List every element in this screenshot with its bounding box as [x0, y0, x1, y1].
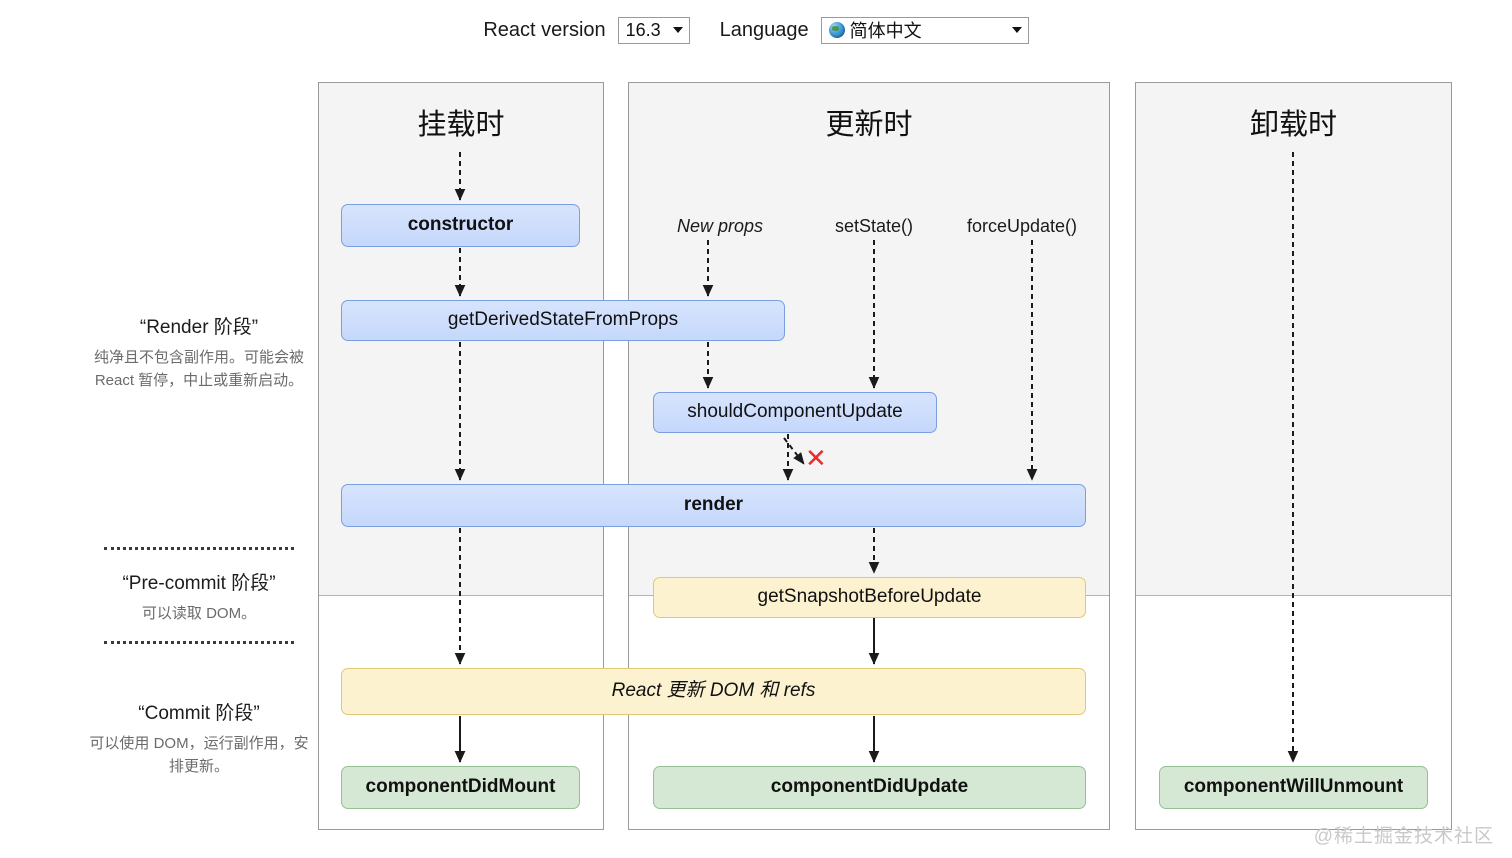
- react-version-select[interactable]: 16.3: [617, 16, 690, 44]
- node-get-snapshot-before-update[interactable]: getSnapshotBeforeUpdate: [653, 577, 1086, 618]
- language-select[interactable]: 简体中文: [820, 16, 1029, 44]
- phase-pre-commit: “Pre-commit 阶段” 可以读取 DOM。: [84, 568, 314, 625]
- trigger-force-update: forceUpdate(): [966, 216, 1078, 236]
- phase-commit-title: “Commit 阶段”: [138, 703, 260, 724]
- phase-render: “Render 阶段” 纯净且不包含副作用。可能会被 React 暂停，中止或重…: [84, 312, 314, 393]
- column-title-unmount: 卸载时: [1249, 109, 1337, 141]
- phase-divider-bottom: [104, 641, 294, 644]
- chevron-down-icon: [672, 27, 683, 33]
- phase-pre-commit-desc: 可以读取 DOM。: [141, 605, 257, 622]
- react-version-label: React version: [483, 18, 606, 41]
- column-title-update: 更新时: [825, 109, 913, 141]
- node-get-derived-state-from-props[interactable]: getDerivedStateFromProps: [341, 300, 785, 341]
- column-panel-mount: [318, 82, 604, 830]
- react-version-value: 16.3: [625, 19, 661, 40]
- node-component-did-mount[interactable]: componentDidMount: [341, 766, 580, 809]
- node-react-updates-dom[interactable]: React 更新 DOM 和 refs: [341, 668, 1086, 715]
- toolbar: React version 16.3 Language 简体中文: [0, 0, 1512, 60]
- phase-divider-top: [104, 547, 294, 550]
- skip-render-x-icon: ✕: [805, 443, 827, 473]
- language-value-wrap: 简体中文: [828, 17, 922, 43]
- language-value: 简体中文: [849, 21, 922, 41]
- node-component-did-update[interactable]: componentDidUpdate: [653, 766, 1086, 809]
- node-component-will-unmount[interactable]: componentWillUnmount: [1159, 766, 1428, 809]
- chevron-down-icon: [1011, 27, 1022, 33]
- trigger-new-props: New props: [676, 216, 764, 236]
- phase-commit: “Commit 阶段” 可以使用 DOM，运行副作用，安排更新。: [84, 698, 314, 779]
- phase-render-title: “Render 阶段”: [139, 317, 259, 338]
- panel-top-shade: [1136, 83, 1451, 596]
- node-render[interactable]: render: [341, 484, 1086, 527]
- node-should-component-update[interactable]: shouldComponentUpdate: [653, 392, 937, 433]
- column-panel-unmount: [1135, 82, 1452, 830]
- column-panel-update: [628, 82, 1110, 830]
- phase-commit-desc: 可以使用 DOM，运行副作用，安排更新。: [89, 735, 309, 776]
- phase-render-desc: 纯净且不包含副作用。可能会被 React 暂停，中止或重新启动。: [93, 349, 304, 390]
- column-title-mount: 挂载时: [417, 109, 505, 141]
- globe-icon: [828, 22, 845, 38]
- node-constructor[interactable]: constructor: [341, 204, 580, 247]
- phase-pre-commit-title: “Pre-commit 阶段”: [122, 573, 276, 594]
- language-label: Language: [719, 18, 809, 41]
- trigger-set-state: setState(): [834, 216, 914, 236]
- watermark: @稀土掘金技术社区: [1313, 826, 1494, 847]
